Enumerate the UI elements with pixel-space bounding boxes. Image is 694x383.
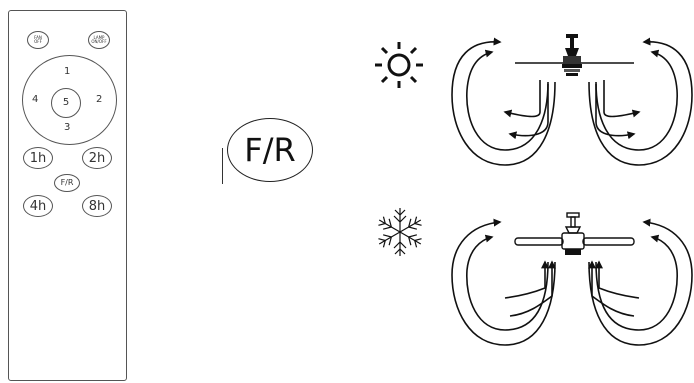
sun-icon xyxy=(375,42,423,88)
fan-summer xyxy=(452,34,692,165)
snowflake-icon xyxy=(376,208,424,256)
fan-winter xyxy=(452,213,692,345)
